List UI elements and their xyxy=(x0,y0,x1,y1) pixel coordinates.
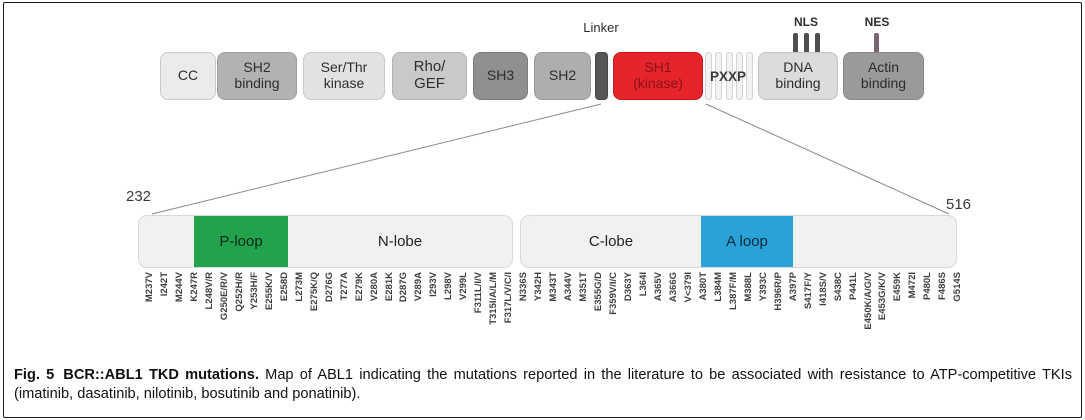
nls-tick xyxy=(815,33,820,53)
nes-tick xyxy=(874,33,879,53)
nes-label: NES xyxy=(864,15,890,29)
mutation-label: D363Y xyxy=(623,272,634,302)
segment-n-lobe: N-lobe xyxy=(377,233,423,250)
mutation-label: G514S xyxy=(952,272,964,302)
kinase-bar-left: P-loop N-lobe xyxy=(138,215,513,268)
mutation-label: V289A xyxy=(413,272,425,302)
residue-start: 232 xyxy=(126,188,152,205)
mutation-label: A365V xyxy=(652,272,664,302)
pxxp-label: PXXP xyxy=(709,68,747,84)
mutation-label: E255K/V xyxy=(263,272,275,311)
mutation-label: I242T xyxy=(158,272,170,297)
mutation-label: Y342H xyxy=(533,272,545,302)
mutation-label: L364I xyxy=(637,272,649,297)
pxxp-stripe xyxy=(715,52,723,100)
mutation-label: V299L xyxy=(458,272,470,300)
domain-actin-binding: Actin binding xyxy=(843,52,924,100)
mutation-label: F486S xyxy=(937,272,949,300)
mutation-label: S417F/Y xyxy=(802,272,814,309)
leader-line-left xyxy=(151,103,602,215)
kinase-bar-right: C-lobe A loop xyxy=(520,215,957,268)
mutation-label: Y393C xyxy=(757,272,769,302)
mutation-label: D276G xyxy=(323,272,335,303)
domain-pxxp xyxy=(705,52,753,100)
nls-label: NLS xyxy=(794,15,818,29)
mutation-label: G250E/R/V xyxy=(218,272,230,321)
mutation-label: P441L xyxy=(847,272,859,300)
residue-end: 516 xyxy=(946,196,972,213)
segment-c-lobe: C-lobe xyxy=(588,233,634,250)
nls-tick xyxy=(793,33,798,53)
mutation-label: H396R/P xyxy=(772,272,784,311)
mutation-label: I418S/V xyxy=(817,272,829,306)
mutation-label: L298V xyxy=(443,272,455,300)
mutation-label: L273M xyxy=(293,272,305,302)
mutation-label: T315I/A/L/M xyxy=(488,272,500,325)
mutation-label: T277A xyxy=(338,272,350,301)
pxxp-stripe xyxy=(746,52,753,100)
caption-body: Map of ABL1 indicating the mutations rep… xyxy=(14,367,1072,403)
domain-rho-gef: Rho/ GEF xyxy=(392,52,467,100)
mutation-label: M343T xyxy=(548,272,560,302)
mutation-label: N336S xyxy=(518,272,530,302)
mutation-label: F359V/I/C xyxy=(608,272,620,315)
segment-p-loop: P-loop xyxy=(194,216,288,267)
domain-sh2: SH2 xyxy=(534,52,591,100)
pxxp-stripe xyxy=(705,52,712,100)
domain-ser-thr-kinase: Ser/Thr kinase xyxy=(303,52,385,100)
domain-dna-binding: DNA binding xyxy=(758,52,838,100)
mutation-label: E355G/D xyxy=(593,272,605,312)
kinase-bar-spacer xyxy=(793,216,956,267)
mutation-label: E453G/K/V xyxy=(877,272,889,321)
domain-sh3: SH3 xyxy=(473,52,528,100)
pxxp-stripe xyxy=(735,52,743,100)
mutation-label: S438C xyxy=(832,272,844,302)
mutation-label: V<379I xyxy=(682,272,694,303)
caption-title: BCR::ABL1 TKD mutations. xyxy=(63,367,259,383)
figure-caption: Fig. 5 BCR::ABL1 TKD mutations. Map of AB… xyxy=(14,366,1072,405)
mutation-label: P480L xyxy=(922,272,934,300)
mutation-label: V280A xyxy=(368,272,380,302)
kinase-bar-spacer xyxy=(139,216,194,267)
mutation-label: M237V xyxy=(144,272,155,303)
mutation-label: L384M xyxy=(712,272,724,302)
domain-linker-segment xyxy=(595,52,608,100)
nls-tick xyxy=(804,33,809,53)
domain-cc: CC xyxy=(160,52,216,100)
mutation-label: M244V xyxy=(173,272,185,303)
caption-fig-number: Fig. 5 xyxy=(14,367,55,383)
mutation-label: M472I xyxy=(907,272,919,299)
mutation-label: M351T xyxy=(578,272,590,302)
mutation-label: E450K/A/G/V xyxy=(862,272,874,330)
mutation-label: E279K xyxy=(353,272,365,302)
mutation-label: F317L/V/C/I xyxy=(503,272,515,324)
linker-label: Linker xyxy=(583,20,619,35)
mutation-label: L248V/R xyxy=(203,272,215,310)
domain-sh1-kinase: SH1 (kinase) xyxy=(613,52,703,100)
mutation-label: A380T xyxy=(697,272,709,301)
mutation-label: K247R xyxy=(188,272,200,302)
mutation-label: E281K xyxy=(383,272,395,302)
mutation-label: F311L/I/V xyxy=(473,272,485,314)
mutation-label: A344V xyxy=(563,272,575,302)
domain-sh2-binding: SH2 binding xyxy=(217,52,297,100)
mutation-label: L387F/M xyxy=(727,272,739,311)
pxxp-stripe xyxy=(725,52,733,100)
mutation-label: E459K xyxy=(892,272,904,302)
mutation-label: Q252H/R xyxy=(233,272,245,312)
mutation-label: A366G xyxy=(667,272,679,303)
segment-a-loop: A loop xyxy=(701,216,793,267)
mutation-label: M388L xyxy=(742,272,754,302)
mutation-label: I293V xyxy=(428,272,440,297)
leader-line-right xyxy=(705,103,950,215)
mutation-label: E275K/Q xyxy=(308,272,320,312)
mutation-label: A397P xyxy=(787,272,799,302)
mutation-label: E258D xyxy=(278,272,290,302)
mutation-label: D287G xyxy=(398,272,410,303)
mutation-label: Y253H/F xyxy=(248,272,260,310)
